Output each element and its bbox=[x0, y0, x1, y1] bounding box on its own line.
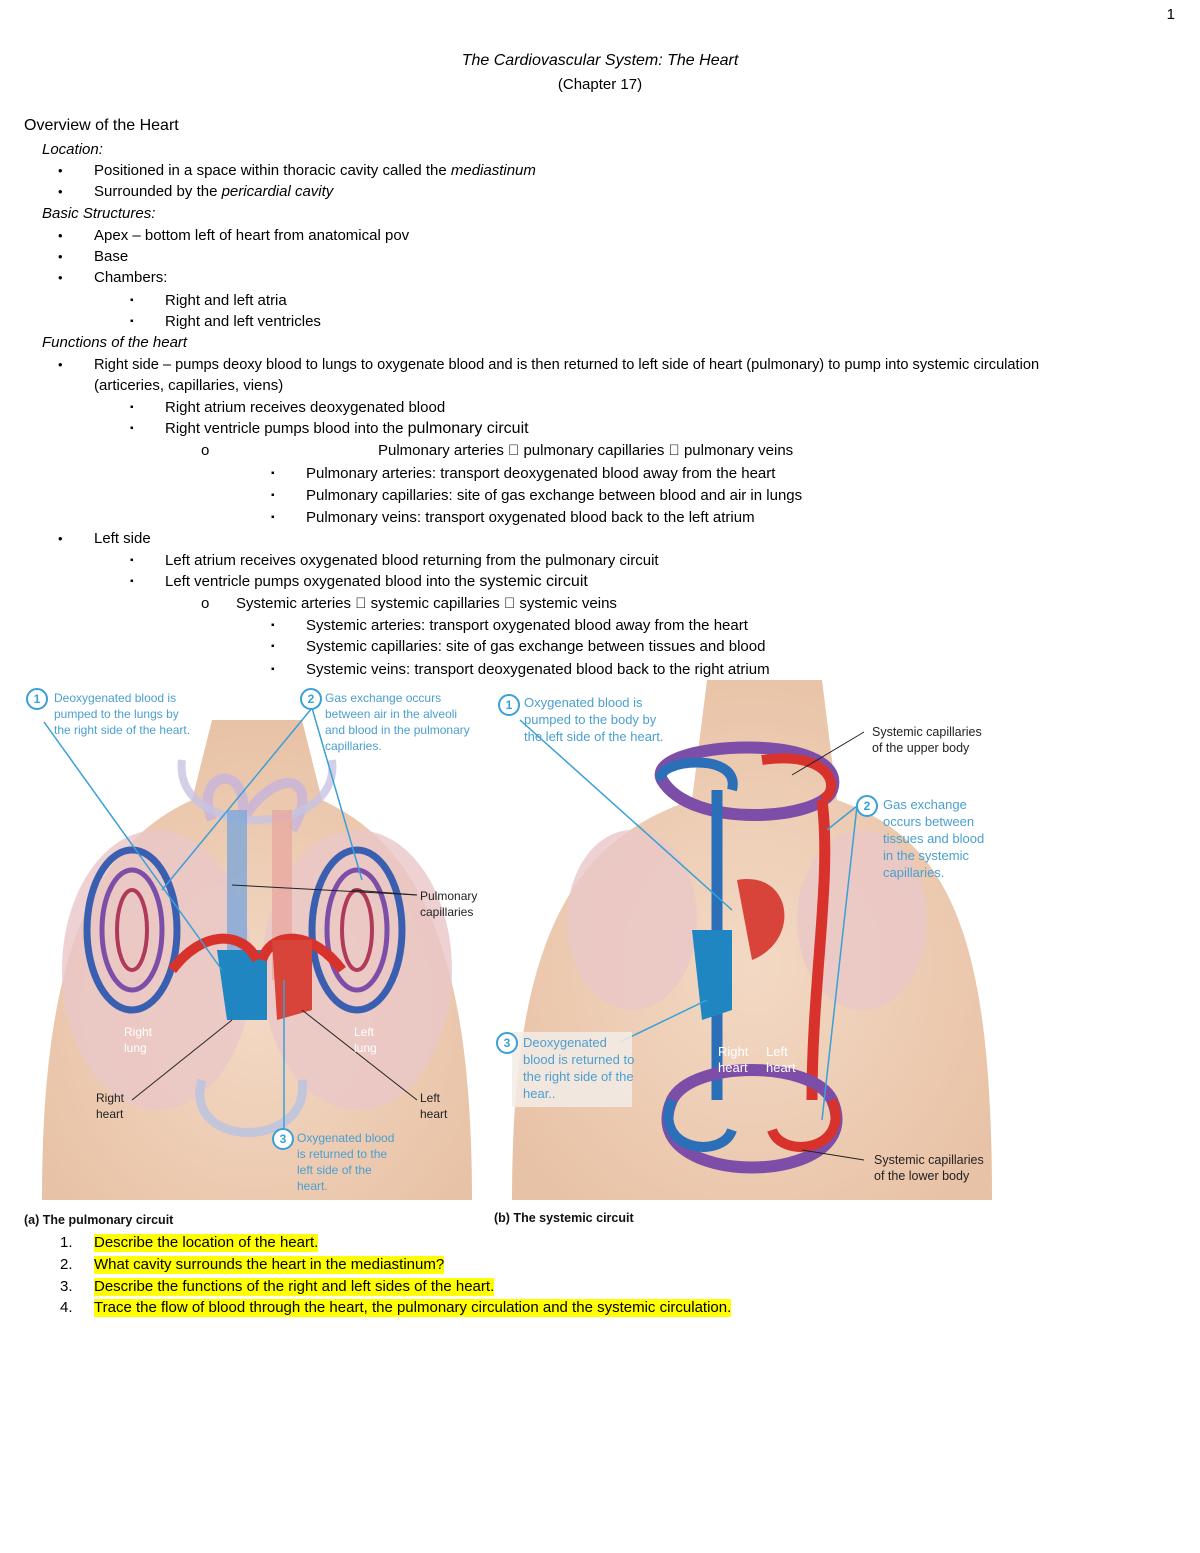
basic-item: Apex – bottom left of heart from anatomi… bbox=[94, 227, 410, 244]
square-bullet: ▪ bbox=[271, 490, 275, 501]
step-1-badge: 1 bbox=[26, 688, 48, 710]
pulmonary-item: Pulmonary arteries: transport deoxygenat… bbox=[306, 465, 776, 482]
step-3-badge: 3 bbox=[272, 1128, 294, 1150]
square-bullet: ▪ bbox=[130, 555, 134, 566]
bullet: • bbox=[58, 531, 63, 546]
bullet: • bbox=[58, 249, 63, 264]
page-title: The Cardiovascular System: The Heart bbox=[461, 52, 739, 69]
location-label: Location: bbox=[42, 141, 103, 158]
step-3-badge: 3 bbox=[496, 1032, 518, 1054]
review-question: What cavity surrounds the heart in the m… bbox=[94, 1256, 445, 1274]
bullet: • bbox=[58, 163, 63, 178]
square-bullet: ▪ bbox=[271, 468, 275, 479]
right-atrium-item: Right atrium receives deoxygenated blood bbox=[165, 399, 446, 416]
basic-item: Chambers: bbox=[94, 269, 168, 286]
left-atrium-item: Left atrium receives oxygenated blood re… bbox=[165, 552, 659, 569]
bullet: • bbox=[58, 357, 63, 372]
location-item: Surrounded by the pericardial cavity bbox=[94, 183, 334, 200]
bullet: • bbox=[58, 228, 63, 243]
square-bullet: ▪ bbox=[271, 641, 275, 652]
bullet: • bbox=[58, 270, 63, 285]
systemic-circuit-caption: (b) The systemic circuit bbox=[494, 1211, 634, 1225]
square-bullet: ▪ bbox=[130, 576, 134, 587]
systemic-circuit-illustration bbox=[512, 680, 992, 1200]
chamber-item: Right and left ventricles bbox=[165, 313, 321, 330]
pulmonary-item: Pulmonary capillaries: site of gas excha… bbox=[306, 487, 803, 504]
right-side-text-cont: (articeries, capillaries, viens) bbox=[94, 377, 284, 394]
basic-item: Base bbox=[94, 248, 129, 265]
systemic-flow: Systemic arteries  systemic capillaries… bbox=[236, 595, 617, 612]
bullet: • bbox=[58, 184, 63, 199]
review-question: Trace the flow of blood through the hear… bbox=[94, 1299, 732, 1317]
question-number: 1. bbox=[60, 1234, 73, 1251]
right-ventricle-item: Right ventricle pumps blood into the pul… bbox=[165, 420, 529, 437]
page-number: 1 bbox=[1166, 6, 1175, 23]
systemic-item: Systemic arteries: transport oxygenated … bbox=[306, 617, 748, 634]
location-item: Positioned in a space within thoracic ca… bbox=[94, 162, 536, 179]
question-number: 4. bbox=[60, 1299, 73, 1316]
review-question: Describe the functions of the right and … bbox=[94, 1278, 495, 1296]
square-bullet: ▪ bbox=[271, 664, 275, 675]
step-1-badge: 1 bbox=[498, 694, 520, 716]
pulmonary-circuit-illustration bbox=[42, 707, 472, 1200]
basic-structures-label: Basic Structures: bbox=[42, 205, 156, 222]
square-bullet: ▪ bbox=[130, 316, 134, 327]
question-number: 2. bbox=[60, 1256, 73, 1273]
chapter-subtitle: (Chapter 17) bbox=[557, 76, 643, 93]
chamber-item: Right and left atria bbox=[165, 292, 287, 309]
question-number: 3. bbox=[60, 1278, 73, 1295]
square-bullet: ▪ bbox=[271, 620, 275, 631]
o-bullet: o bbox=[201, 595, 210, 612]
square-bullet: ▪ bbox=[271, 512, 275, 523]
systemic-item: Systemic capillaries: site of gas exchan… bbox=[306, 638, 766, 655]
step-2-badge: 2 bbox=[856, 795, 878, 817]
square-bullet: ▪ bbox=[130, 402, 134, 413]
pulmonary-item: Pulmonary veins: transport oxygenated bl… bbox=[306, 509, 755, 526]
pulmonary-flow: Pulmonary arteries  pulmonary capillari… bbox=[378, 442, 793, 459]
step-2-badge: 2 bbox=[300, 688, 322, 710]
left-side-text: Left side bbox=[94, 530, 151, 547]
systemic-item: Systemic veins: transport deoxygenated b… bbox=[306, 661, 770, 678]
functions-label: Functions of the heart bbox=[42, 334, 188, 351]
square-bullet: ▪ bbox=[130, 295, 134, 306]
o-bullet: o bbox=[201, 442, 210, 459]
right-side-text: Right side – pumps deoxy blood to lungs … bbox=[94, 357, 1040, 373]
square-bullet: ▪ bbox=[130, 423, 134, 434]
review-question: Describe the location of the heart. bbox=[94, 1234, 319, 1252]
pulmonary-circuit-caption: (a) The pulmonary circuit bbox=[24, 1213, 174, 1227]
left-ventricle-item: Left ventricle pumps oxygenated blood in… bbox=[165, 573, 588, 590]
overview-heading: Overview of the Heart bbox=[24, 117, 179, 134]
